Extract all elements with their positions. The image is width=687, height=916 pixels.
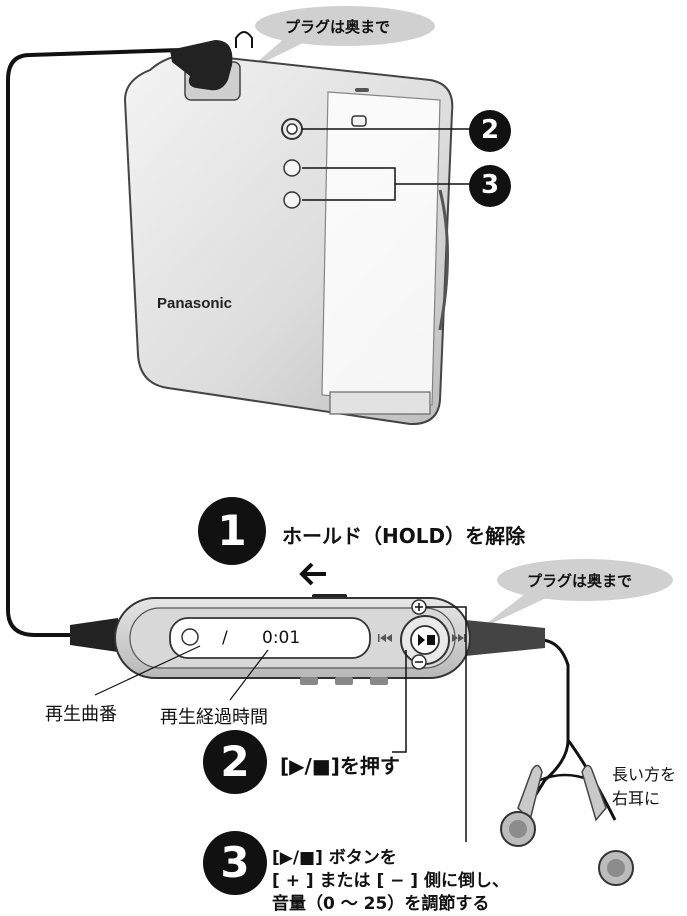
label-track-line (94, 645, 201, 696)
step2-circle (203, 730, 267, 794)
callout-3-bracket (302, 167, 470, 201)
bubble-bottom-shape (478, 559, 673, 630)
minus-icon (411, 654, 427, 670)
step2-number: 2 (220, 737, 250, 786)
lcd-time: 0:01 (262, 628, 301, 648)
brand-logo: Panasonic (157, 295, 233, 312)
headphone-icon (235, 31, 253, 48)
step1-circle (198, 497, 266, 565)
lcd-track: / (222, 628, 228, 648)
disc-icon (181, 628, 199, 646)
bubble-bottom-text: プラグは奥まで (527, 572, 633, 590)
step3-line2: [ + ] または [ − ] 側に倒し、 (272, 871, 509, 891)
step1-text: ホールド（HOLD）を解除 (282, 524, 526, 548)
player-body (123, 40, 454, 426)
earphone-right (581, 764, 634, 886)
label-track: 再生曲番 (45, 704, 117, 725)
step2-text: [▶/■]を押す (280, 754, 400, 778)
bubble-top-text: プラグは奥まで (285, 18, 391, 36)
label-earphone-line1: 長い方を (612, 765, 677, 784)
earphone-left (500, 764, 543, 847)
step3-leader (426, 606, 467, 842)
skip-back-icon (378, 634, 392, 642)
step3-line1: [▶/■] ボタンを (272, 848, 397, 868)
callout-2-number: 2 (480, 115, 500, 145)
step1-number: 1 (217, 506, 247, 555)
label-elapsed-line (229, 649, 269, 701)
play-stop-icon (418, 634, 435, 646)
label-earphone-line2: 右耳に (612, 789, 661, 808)
step3-line3: 音量（0 ～ 25）を調節する (272, 894, 490, 914)
cord (6, 48, 181, 637)
step3-circle (203, 831, 267, 895)
arrow-left-icon (299, 562, 326, 586)
label-elapsed: 再生経過時間 (160, 707, 268, 728)
step3-number: 3 (220, 838, 250, 887)
plus-icon (411, 599, 427, 615)
callout-3-number: 3 (480, 170, 500, 200)
callout-2-circle (469, 110, 511, 152)
remote-control (70, 594, 545, 685)
skip-forward-icon (452, 634, 466, 642)
step2-leader (392, 650, 407, 753)
callout-3-circle (469, 165, 511, 207)
